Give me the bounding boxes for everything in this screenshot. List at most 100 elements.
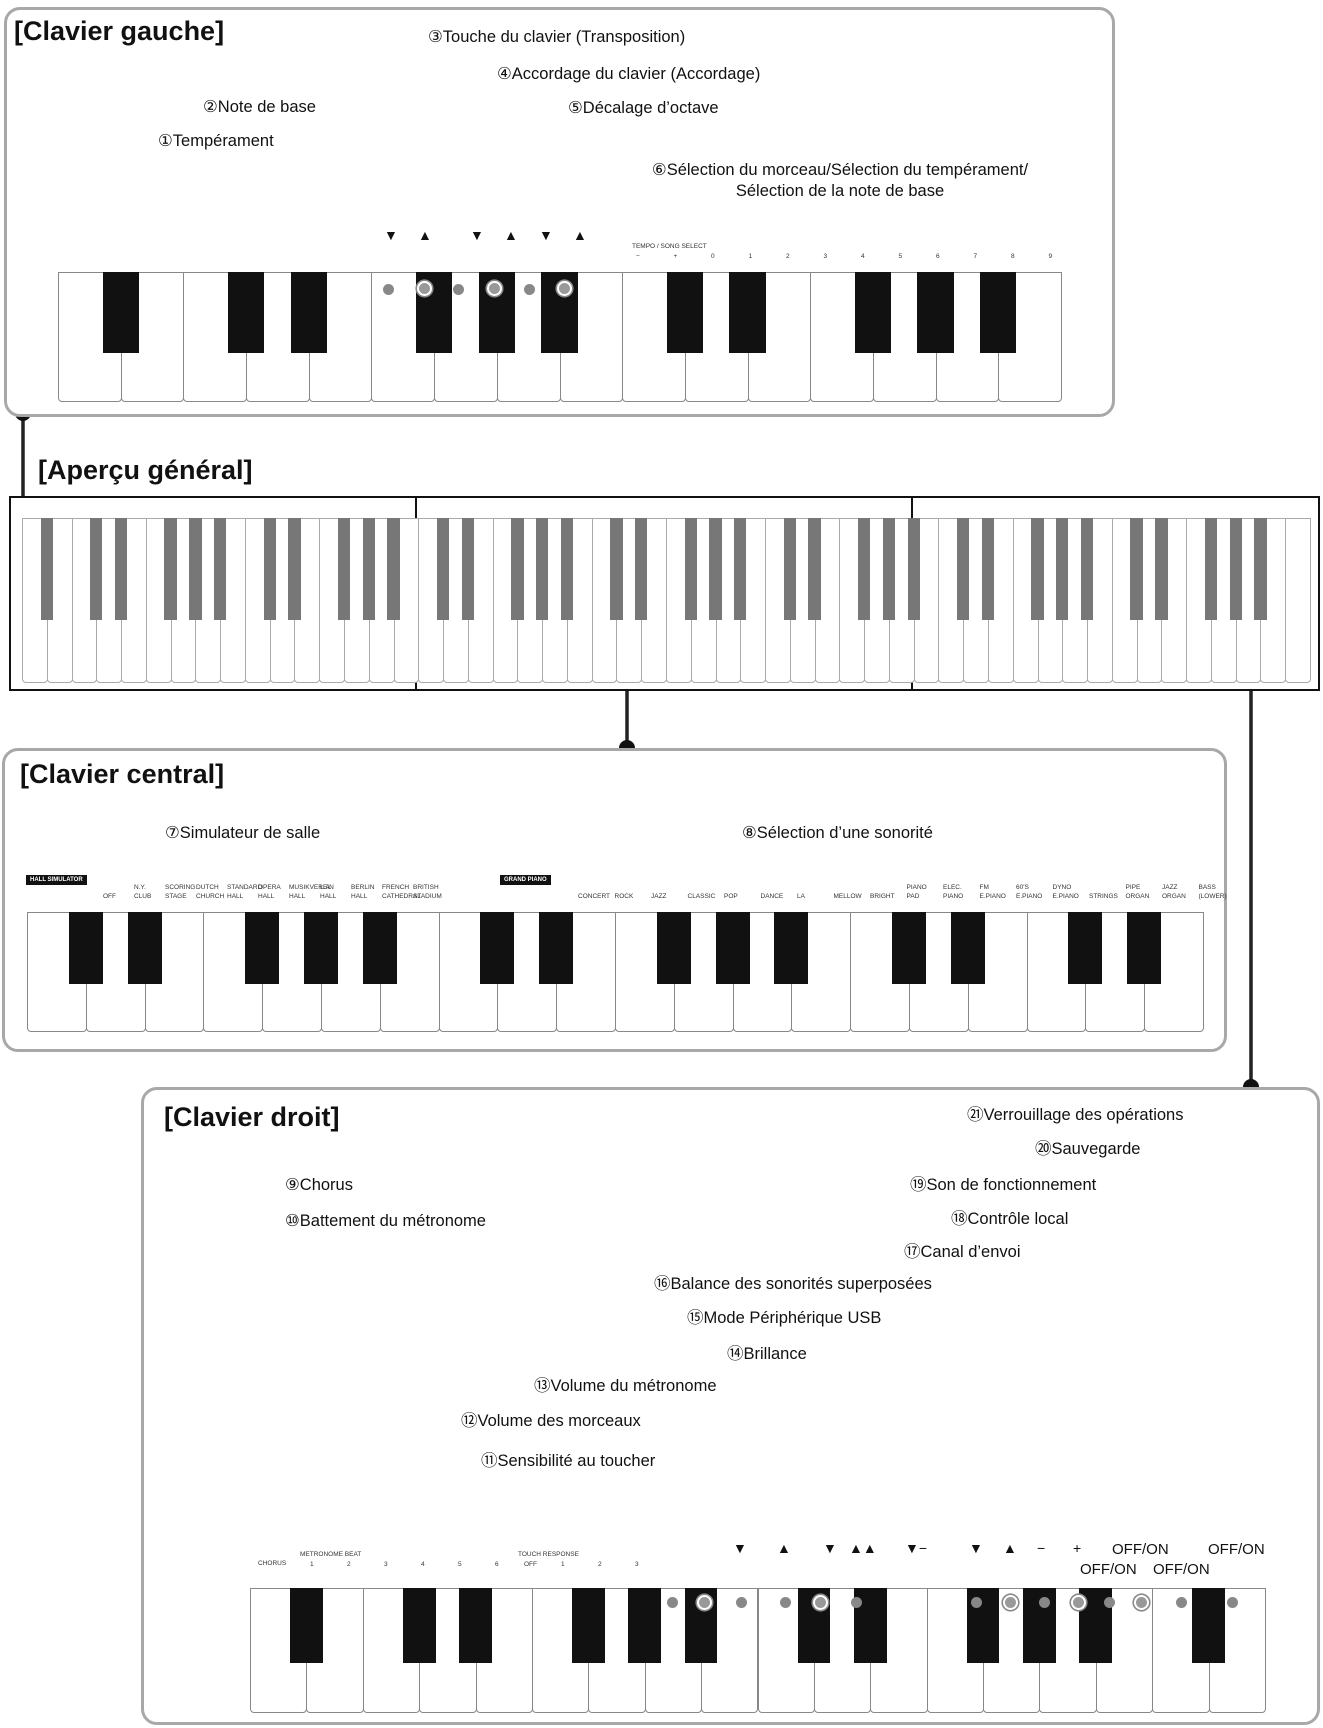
black-key[interactable]: [436, 518, 450, 621]
black-key[interactable]: [729, 272, 766, 353]
black-key[interactable]: [628, 1588, 662, 1663]
black-key[interactable]: [610, 518, 623, 621]
label-song-select-line2: Sélection de la note de base: [735, 182, 945, 200]
black-key[interactable]: [362, 912, 397, 984]
black-key[interactable]: [164, 518, 177, 621]
black-key[interactable]: [303, 912, 339, 984]
black-key[interactable]: [571, 1588, 605, 1663]
label-song-select-line1: ⑥Sélection du morceau/Sélection du tempé…: [651, 161, 1029, 179]
black-key[interactable]: [560, 518, 574, 621]
hall-option-line2: STADIUM: [413, 893, 442, 900]
touch-value: 1: [561, 1561, 565, 1568]
black-key[interactable]: [288, 518, 301, 621]
black-key[interactable]: [68, 912, 103, 984]
down-arrow-icon: ▼: [470, 227, 484, 243]
down-arrow-icon: ▼: [384, 227, 398, 243]
black-key[interactable]: [774, 912, 809, 984]
panel-title-right: [Clavier droit]: [164, 1102, 340, 1132]
white-key[interactable]: [1285, 518, 1311, 683]
black-key[interactable]: [808, 518, 821, 621]
black-key[interactable]: [783, 518, 797, 621]
black-key[interactable]: [114, 518, 128, 621]
black-key[interactable]: [387, 518, 400, 621]
black-key[interactable]: [907, 518, 920, 621]
hall-option-line1: FRENCH: [382, 884, 410, 891]
label-transposition: ③Touche du clavier (Transposition): [428, 28, 686, 46]
label-tone-select: ⑧Sélection d’une sonorité: [742, 824, 933, 842]
black-key[interactable]: [461, 518, 475, 621]
black-key[interactable]: [857, 518, 871, 621]
black-key[interactable]: [213, 518, 227, 621]
hall-option-line1: MUSIKVEREIN: [289, 884, 334, 891]
black-key[interactable]: [950, 912, 985, 984]
label-touch-response: ⑪Sensibilité au toucher: [481, 1452, 656, 1470]
black-key[interactable]: [227, 272, 265, 353]
black-key[interactable]: [882, 518, 896, 621]
black-key[interactable]: [715, 912, 750, 984]
black-key[interactable]: [656, 912, 691, 984]
black-key[interactable]: [459, 1588, 492, 1663]
overview-keyboard: [22, 518, 1311, 683]
tempo-number: 2: [786, 253, 790, 260]
black-key[interactable]: [263, 518, 276, 621]
black-key[interactable]: [980, 272, 1017, 353]
black-key[interactable]: [402, 1588, 436, 1663]
metronome-number: 2: [347, 1561, 351, 1568]
black-key[interactable]: [1130, 518, 1143, 621]
black-key[interactable]: [1229, 518, 1242, 621]
black-key[interactable]: [1056, 518, 1069, 621]
black-key[interactable]: [480, 912, 515, 984]
metronome-number: 5: [458, 1561, 462, 1568]
tone-option-line2: E.PIANO: [979, 893, 1006, 900]
black-key[interactable]: [1192, 1588, 1225, 1663]
black-key[interactable]: [1080, 518, 1094, 621]
black-key[interactable]: [854, 272, 892, 353]
black-key[interactable]: [539, 912, 574, 984]
led-indicator: [1226, 1596, 1238, 1608]
metronome-number: 1: [310, 1561, 314, 1568]
black-key[interactable]: [709, 518, 722, 621]
label-local-control: ⑱Contrôle local: [951, 1210, 1069, 1228]
black-key[interactable]: [102, 272, 139, 353]
black-key[interactable]: [635, 518, 648, 621]
black-key[interactable]: [245, 912, 280, 984]
black-key[interactable]: [1127, 912, 1162, 984]
black-key[interactable]: [1254, 518, 1267, 621]
black-key[interactable]: [290, 272, 327, 353]
tone-option-line1: PIANO: [906, 884, 927, 891]
black-key[interactable]: [1068, 912, 1103, 984]
tone-option-line1: BASS: [1198, 884, 1216, 891]
black-key[interactable]: [290, 1588, 323, 1663]
black-key[interactable]: [684, 518, 697, 621]
black-key[interactable]: [511, 518, 524, 621]
black-key[interactable]: [127, 912, 162, 984]
black-key[interactable]: [957, 518, 970, 621]
black-key[interactable]: [1155, 518, 1168, 621]
tempo-number: 6: [936, 253, 940, 260]
down-arrow-icon: ▼: [823, 1540, 837, 1556]
black-key[interactable]: [666, 272, 704, 353]
black-key[interactable]: [1204, 518, 1218, 621]
black-key[interactable]: [734, 518, 747, 621]
tempo-number: 0: [711, 253, 715, 260]
black-key[interactable]: [891, 912, 927, 984]
hall-option-line1: STANDARD: [227, 884, 263, 891]
panel-title-center: [Clavier central]: [20, 759, 225, 789]
black-key[interactable]: [337, 518, 351, 621]
up-arrow-icon: ▲: [418, 227, 432, 243]
metronome-number: 6: [495, 1561, 499, 1568]
black-key[interactable]: [189, 518, 202, 621]
hall-option-line1: DUTCH: [196, 884, 219, 891]
black-key[interactable]: [535, 518, 549, 621]
offon-label: OFF/ON: [1208, 1541, 1265, 1558]
black-key[interactable]: [90, 518, 103, 621]
hall-option-line2: HALL: [320, 893, 337, 900]
black-key[interactable]: [917, 272, 954, 353]
led-indicator: [1070, 1594, 1086, 1610]
black-key[interactable]: [362, 518, 375, 621]
black-key[interactable]: [981, 518, 995, 621]
black-key[interactable]: [1031, 518, 1044, 621]
metronome-number: 4: [421, 1561, 425, 1568]
black-key[interactable]: [40, 518, 53, 621]
label-backup: ⑳Sauvegarde: [1035, 1140, 1141, 1158]
